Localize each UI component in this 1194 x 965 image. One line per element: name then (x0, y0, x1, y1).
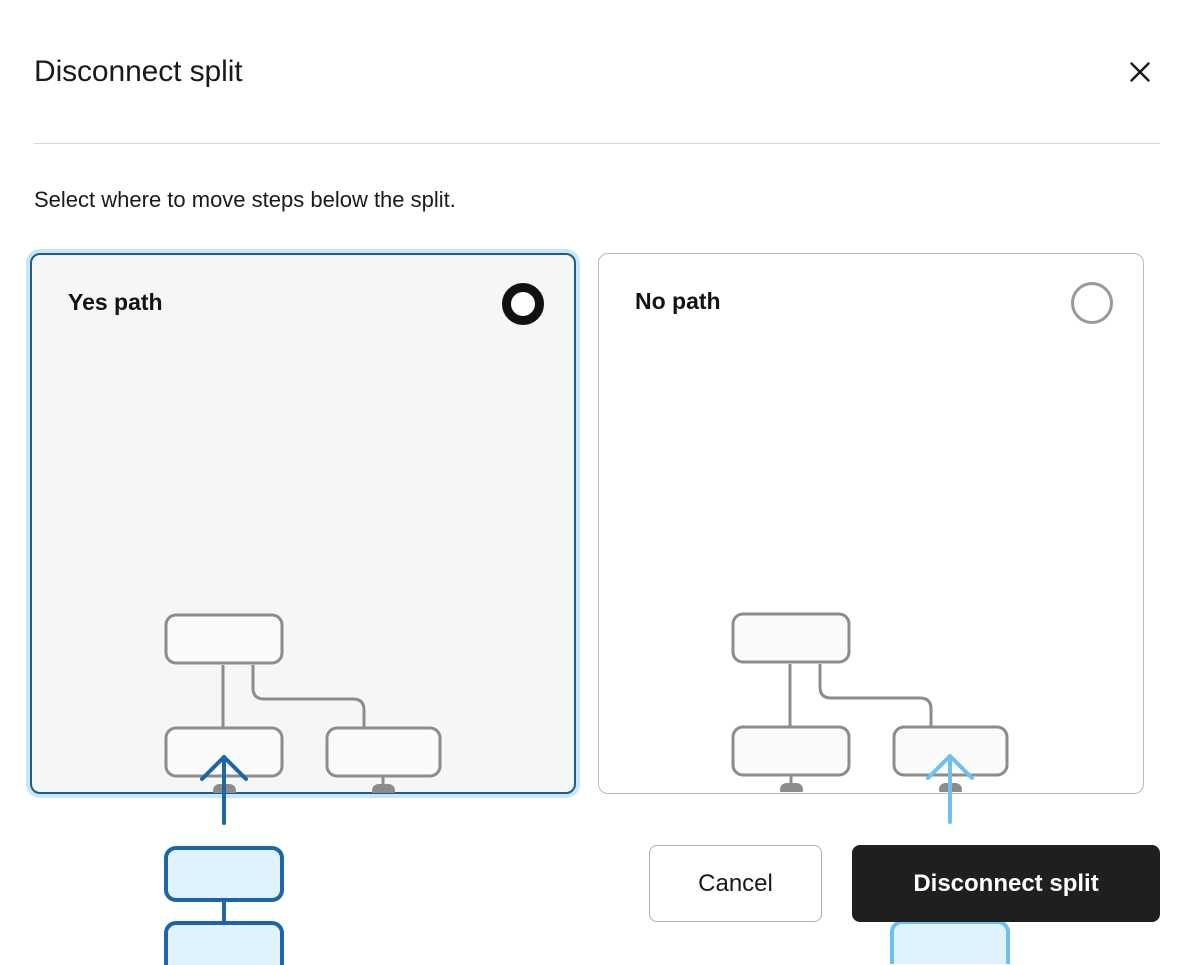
path-option-yes-label: Yes path (68, 289, 163, 315)
close-button[interactable] (1120, 52, 1160, 92)
path-diagram-yes-moved (164, 755, 284, 965)
path-option-list: Yes path (30, 253, 1160, 965)
dialog-subtitle: Select where to move steps below the spl… (34, 187, 456, 212)
path-option-yes-radio[interactable] (502, 283, 544, 325)
path-diagram-yes (164, 613, 442, 793)
cancel-button[interactable]: Cancel (649, 845, 822, 922)
disconnect-split-button[interactable]: Disconnect split (852, 845, 1160, 922)
path-diagram-no (731, 612, 1009, 792)
path-option-no-label: No path (635, 288, 721, 314)
page-title: Disconnect split (34, 55, 243, 88)
dialog-footer: Cancel Disconnect split (34, 845, 1160, 925)
path-option-no-radio[interactable] (1071, 282, 1113, 324)
path-option-no[interactable]: No path (598, 253, 1144, 964)
dialog-header: Disconnect split (34, 44, 1160, 100)
header-divider (34, 143, 1160, 144)
path-option-yes[interactable]: Yes path (30, 253, 576, 965)
close-icon (1125, 57, 1155, 87)
